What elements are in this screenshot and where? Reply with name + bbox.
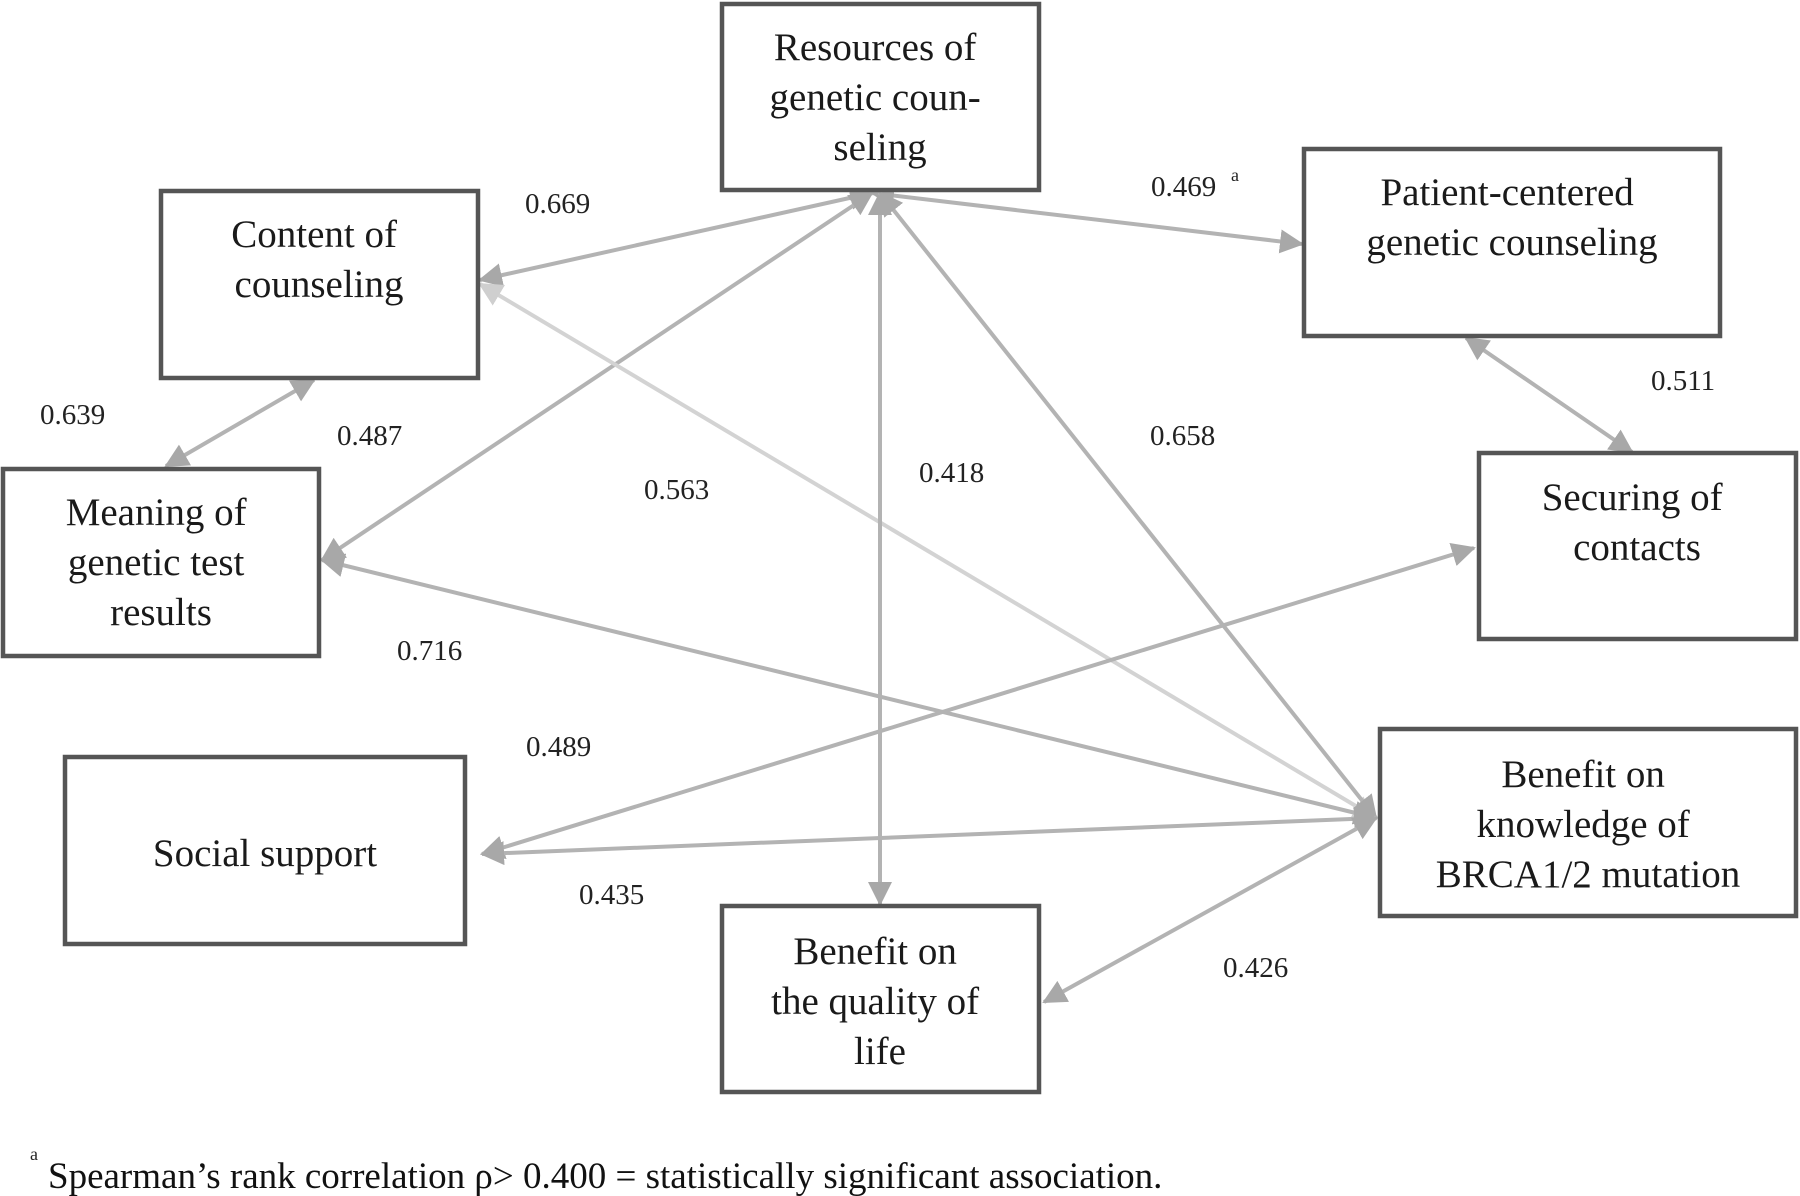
edge-patient-securing bbox=[1464, 336, 1634, 454]
edge-label-content-meaning: 0.639 bbox=[40, 399, 105, 431]
edge-content-meaning bbox=[164, 378, 316, 468]
svg-text:Resources of genetic c: Resources of genetic coun- seling bbox=[770, 26, 991, 169]
edge-label-meaning-knowledge: 0.716 bbox=[397, 635, 462, 667]
footnote-marker: a bbox=[30, 1144, 38, 1164]
node-content-box bbox=[158, 188, 481, 381]
node-quality-line-2: the quality of bbox=[771, 980, 979, 1023]
svg-text:Social support: Social support bbox=[153, 832, 377, 875]
node-knowledge-line-1: Benefit on bbox=[1501, 753, 1665, 796]
edges bbox=[164, 183, 1634, 1004]
edge-label-res-patient-sup: a bbox=[1231, 165, 1239, 185]
edge-label-quality-knowledge: 0.426 bbox=[1223, 952, 1288, 984]
edge-label-patient-securing: 0.511 bbox=[1651, 365, 1715, 397]
node-knowledge-line-3: BRCA1/2 mutation bbox=[1436, 853, 1740, 896]
footnote-text: Spearman’s rank correlation ρ> 0.400 = s… bbox=[48, 1156, 1162, 1196]
edge-label-res-patient: 0.469 bbox=[1151, 171, 1216, 203]
edge-label-social-securing: 0.489 bbox=[526, 731, 591, 763]
node-securing-line-2: contacts bbox=[1573, 526, 1701, 569]
node-quality-box bbox=[719, 903, 1042, 1095]
node-content-line-2: counseling bbox=[235, 263, 404, 306]
edge-meaning-knowledge bbox=[320, 553, 1378, 825]
edge-res-patient bbox=[870, 183, 1304, 254]
node-patient-line-1: Patient-centered bbox=[1380, 171, 1634, 214]
node-resources-line-2: genetic coun- bbox=[770, 76, 981, 119]
edge-labels: 0.669 0.469 a 0.639 0.487 0.563 0.418 0.… bbox=[40, 165, 1715, 984]
svg-text:Securing of contacts: Securing of contacts bbox=[1542, 476, 1733, 569]
node-securing-line-1: Securing of bbox=[1542, 476, 1723, 519]
node-patient-box bbox=[1301, 146, 1723, 339]
node-quality: Benefit on the quality of life bbox=[719, 903, 1042, 1095]
svg-text:Benefit on knowledge o: Benefit on knowledge of BRCA1/2 mutation bbox=[1436, 753, 1740, 896]
edge-res-knowledge bbox=[878, 191, 1378, 820]
node-quality-line-3: life bbox=[854, 1030, 906, 1073]
edge-social-knowledge bbox=[480, 806, 1378, 866]
node-knowledge-box bbox=[1377, 726, 1799, 919]
svg-text:Content of counseling: Content of counseling bbox=[231, 213, 406, 306]
node-content: Content of counseling bbox=[158, 188, 481, 381]
node-knowledge: Benefit on knowledge of BRCA1/2 mutation bbox=[1377, 726, 1799, 919]
node-resources-box bbox=[719, 1, 1042, 193]
node-social-line-1: Social support bbox=[153, 832, 377, 875]
edge-label-res-content: 0.669 bbox=[525, 188, 590, 220]
nodes: Resources of genetic coun- seling Conten… bbox=[0, 1, 1799, 1095]
edge-label-social-knowledge: 0.435 bbox=[579, 879, 644, 911]
node-quality-line-1: Benefit on bbox=[793, 930, 957, 973]
node-knowledge-line-2: knowledge of bbox=[1476, 803, 1689, 846]
node-securing-box bbox=[1476, 450, 1799, 642]
node-meaning-box bbox=[0, 466, 322, 659]
svg-text:Meaning of genetic tes: Meaning of genetic test results bbox=[66, 491, 257, 634]
node-resources-line-3: seling bbox=[833, 126, 926, 169]
edge-content-knowledge bbox=[478, 282, 1378, 820]
edge-label-res-knowledge: 0.658 bbox=[1150, 420, 1215, 452]
node-social-box bbox=[62, 754, 468, 947]
node-meaning-line-2: genetic test bbox=[68, 541, 245, 584]
node-patient-line-2: genetic counseling bbox=[1366, 221, 1657, 264]
edge-social-securing bbox=[480, 543, 1476, 859]
svg-text:Patient-centered genet: Patient-centered genetic counseling bbox=[1366, 171, 1657, 264]
node-meaning: Meaning of genetic test results bbox=[0, 466, 322, 659]
svg-text:Benefit on the quality: Benefit on the quality of life bbox=[771, 930, 989, 1073]
node-content-line-1: Content of bbox=[231, 213, 397, 256]
footnote: a Spearman’s rank correlation ρ> 0.400 =… bbox=[30, 1144, 1162, 1196]
node-social: Social support bbox=[62, 754, 468, 947]
edge-label-res-meaning: 0.487 bbox=[337, 420, 402, 452]
edge-label-res-quality: 0.418 bbox=[919, 457, 984, 489]
edge-label-content-knowledge: 0.563 bbox=[644, 474, 709, 506]
node-patient: Patient-centered genetic counseling bbox=[1301, 146, 1723, 339]
node-resources: Resources of genetic coun- seling bbox=[719, 1, 1042, 193]
node-securing: Securing of contacts bbox=[1476, 450, 1799, 642]
node-meaning-line-3: results bbox=[110, 591, 212, 634]
edge-quality-knowledge bbox=[1042, 816, 1378, 1004]
node-meaning-line-1: Meaning of bbox=[66, 491, 247, 534]
node-resources-line-1: Resources of bbox=[774, 26, 977, 69]
